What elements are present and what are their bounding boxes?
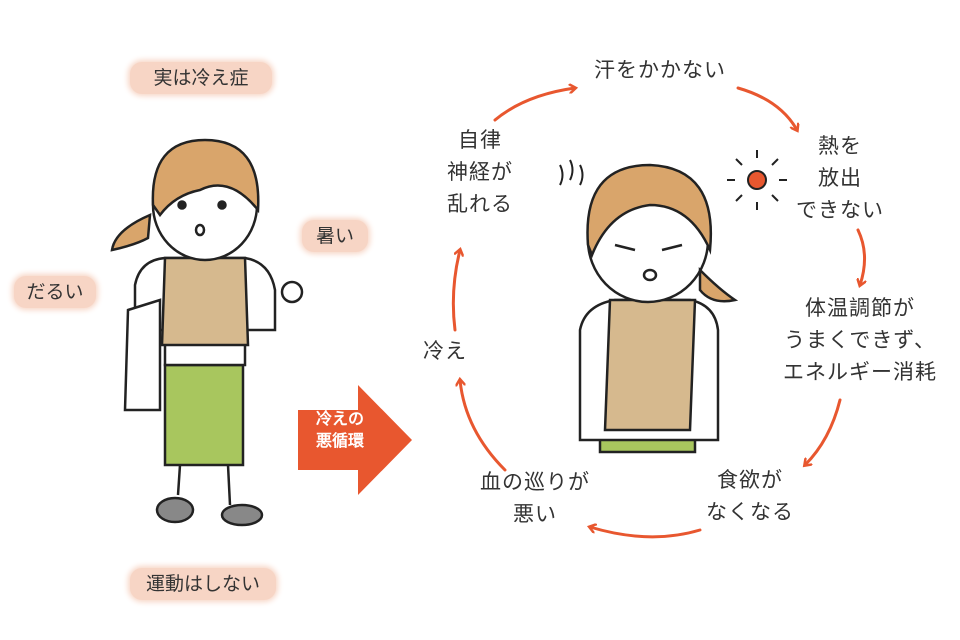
cycle-text-line: 熱を: [818, 134, 862, 158]
cycle-cold: 冷え: [423, 339, 467, 363]
tag-sluggish: だるい: [14, 276, 96, 308]
cycle-poor-circulation: 血の巡りが 悪い: [470, 466, 600, 530]
arrow-appetite-to-circulation: [590, 527, 702, 539]
cycle-text-line: 放出: [818, 166, 862, 190]
cycle-text-line: 体温調節が: [805, 296, 915, 320]
cycle-temp-regulation: 体温調節が うまくできず、 エネルギー消耗: [765, 292, 955, 388]
big-arrow-line-1: 冷えの: [315, 409, 364, 428]
tag-hot: 暑い: [302, 220, 368, 252]
cycle-arrows: [451, 86, 865, 539]
arrow-circulation-to-cold: [460, 380, 507, 472]
arrow-temp-to-appetite: [805, 398, 842, 465]
tag-no-exercise: 運動はしない: [130, 568, 276, 600]
cycle-text-line: 自律: [458, 128, 502, 152]
cycle-text-line: エネルギー消耗: [783, 360, 937, 384]
cycle-text-line: なくなる: [706, 500, 794, 524]
cycle-text-line: 乱れる: [447, 192, 513, 216]
sun-icon: [727, 150, 787, 210]
cycle-no-sweat: 汗をかかない: [594, 58, 726, 82]
tag-actually-cold: 実は冷え症: [130, 62, 272, 94]
arrow-cold-to-autonomic: [451, 250, 460, 332]
vicious-cycle-label: 冷えの 悪循環: [300, 408, 380, 452]
cycle-text-line: 血の巡りが: [480, 470, 590, 494]
cycle-autonomic: 自律 神経が 乱れる: [435, 124, 525, 220]
left-girl-illustration: [110, 138, 304, 527]
cycle-text-line: 食欲が: [717, 468, 783, 492]
arrow-autonomic-to-sweat: [493, 88, 575, 122]
cycle-appetite-loss: 食欲が なくなる: [695, 464, 805, 528]
right-girl-illustration: [559, 159, 739, 454]
big-arrow-line-2: 悪循環: [315, 431, 364, 450]
arrow-sweat-to-heat: [736, 86, 797, 130]
arrow-heat-to-temp: [858, 228, 865, 285]
cycle-text-line: 悪い: [513, 502, 557, 526]
cycle-text-line: できない: [796, 198, 884, 222]
cycle-text-line: 神経が: [447, 160, 513, 184]
cycle-text-line: うまくできず、: [784, 328, 936, 352]
big-arrow-shape: [298, 385, 412, 495]
cycle-no-heat-release: 熱を 放出 できない: [790, 130, 890, 226]
